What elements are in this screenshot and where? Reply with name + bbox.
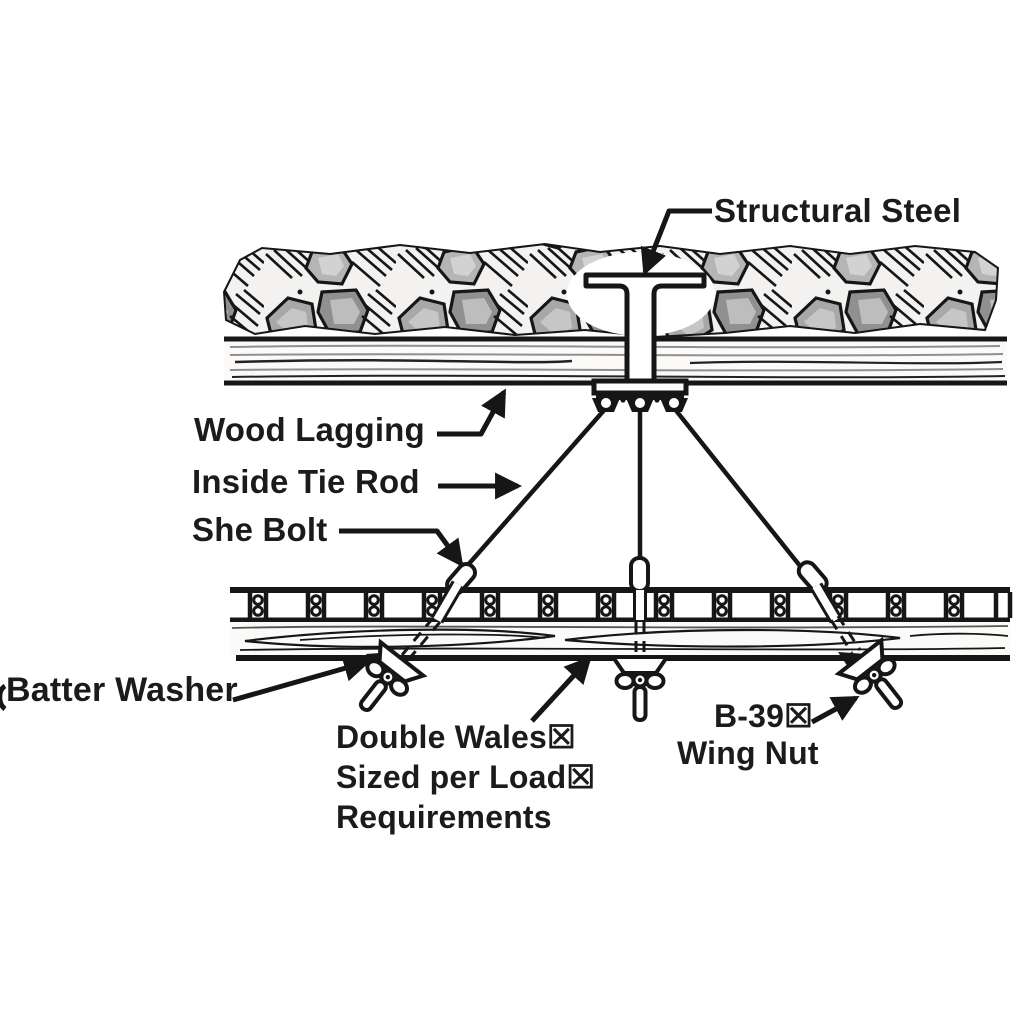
label-batter-washer: Batter Washer bbox=[6, 671, 238, 709]
label-wing-nut-model: B-39☒ bbox=[714, 698, 814, 734]
tie-rod-right bbox=[672, 406, 862, 654]
label-inside-tie-rod: Inside Tie Rod bbox=[192, 463, 420, 500]
label-double-wales-line1: Double Wales☒ bbox=[336, 719, 576, 755]
clipped-character-fragment bbox=[0, 683, 7, 712]
label-double-wales: Double Wales☒ Sized per Load☒ Requiremen… bbox=[336, 717, 596, 837]
tie-rod-center bbox=[629, 408, 650, 655]
wood-lagging-band bbox=[224, 336, 1007, 386]
structural-steel-beam bbox=[583, 272, 707, 412]
label-she-bolt: She Bolt bbox=[192, 511, 328, 548]
rock-stratum bbox=[222, 242, 1000, 339]
tie-rod-left bbox=[400, 406, 608, 660]
label-wing-nut: Wing Nut bbox=[677, 735, 819, 771]
she-bolt-coupler-center bbox=[629, 556, 650, 593]
double-wale-band bbox=[230, 587, 1013, 661]
label-structural-steel: Structural Steel bbox=[714, 192, 962, 229]
leader-structural-steel bbox=[640, 208, 712, 276]
leader-arrows bbox=[232, 208, 860, 725]
leader-batter-washer bbox=[232, 655, 371, 703]
label-double-wales-line2: Sized per Load☒ bbox=[336, 759, 596, 795]
beam-bracket bbox=[592, 393, 688, 412]
wale-grain bbox=[230, 622, 1010, 655]
leader-wing-nut bbox=[810, 695, 860, 725]
leader-double-wales bbox=[530, 656, 592, 723]
wale-posts bbox=[247, 592, 1013, 618]
label-double-wales-line3: Requirements bbox=[336, 799, 552, 835]
leader-wood-lagging bbox=[437, 388, 507, 437]
wing-nut-assembly-center bbox=[611, 655, 669, 722]
label-wood-lagging: Wood Lagging bbox=[194, 411, 425, 448]
leader-she-bolt bbox=[339, 528, 464, 568]
